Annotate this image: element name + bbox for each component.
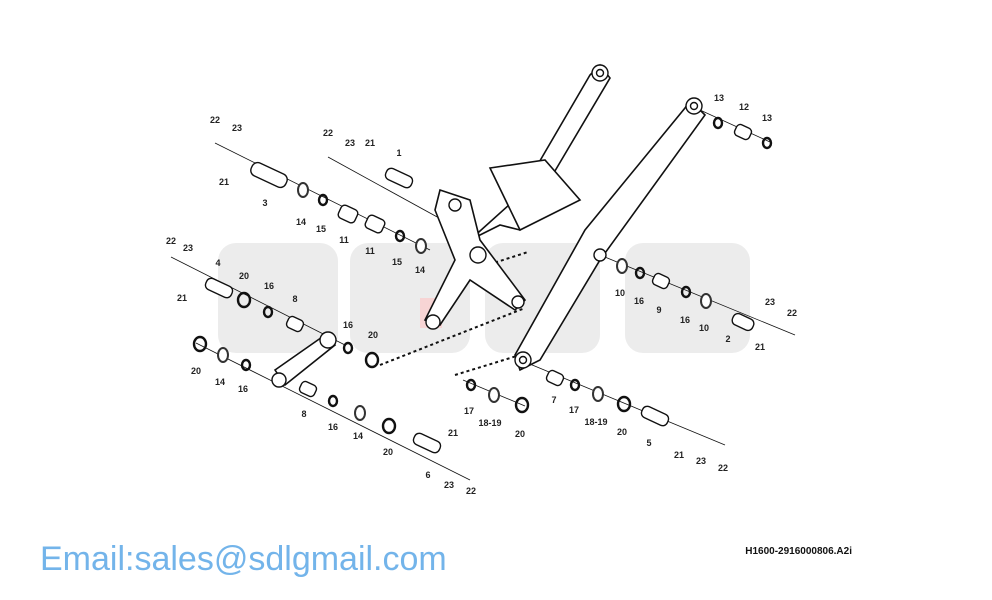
- callout: 22: [787, 308, 797, 318]
- callout: 21: [674, 450, 684, 460]
- callout: 14: [353, 431, 363, 441]
- callout: 20: [383, 447, 393, 457]
- callout: 21: [219, 177, 229, 187]
- callout: 16: [328, 422, 338, 432]
- callout: 21: [365, 138, 375, 148]
- email-watermark: Email:sales@sdlgmail.com: [40, 540, 447, 578]
- callout: 15: [316, 224, 326, 234]
- callout: 4: [215, 258, 220, 268]
- callout: 20: [617, 427, 627, 437]
- callout: 18-19: [584, 417, 607, 427]
- callout: 9: [656, 305, 661, 315]
- callout: 20: [239, 271, 249, 281]
- callout: 13: [714, 93, 724, 103]
- callout: 16: [680, 315, 690, 325]
- callout: 6: [425, 470, 430, 480]
- callout: 23: [232, 123, 242, 133]
- boom-arm-right: [514, 97, 707, 372]
- callout: 21: [755, 342, 765, 352]
- callout: 17: [464, 406, 474, 416]
- callout: 7: [551, 395, 556, 405]
- callout: 20: [515, 429, 525, 439]
- callout: 11: [339, 235, 349, 245]
- callout: 13: [762, 113, 772, 123]
- callout: 22: [466, 486, 476, 496]
- callout: 21: [448, 428, 458, 438]
- callout: 16: [238, 384, 248, 394]
- callout: 3: [262, 198, 267, 208]
- callout: 14: [215, 377, 225, 387]
- callout: 10: [615, 288, 625, 298]
- callout: 16: [634, 296, 644, 306]
- callout: 22: [323, 128, 333, 138]
- link-rod: [271, 331, 337, 388]
- callout: 11: [365, 246, 375, 256]
- boom-arm-left: [469, 63, 611, 241]
- callout: 21: [177, 293, 187, 303]
- callout: 15: [392, 257, 402, 267]
- parts: [192, 116, 773, 454]
- callout: 20: [368, 330, 378, 340]
- callout: 23: [444, 480, 454, 490]
- callout: 22: [210, 115, 220, 125]
- callout: 22: [718, 463, 728, 473]
- callout: 2: [725, 334, 730, 344]
- callout: 23: [183, 243, 193, 253]
- callout: 17: [569, 405, 579, 415]
- callout: 23: [765, 297, 775, 307]
- callout: 8: [292, 294, 297, 304]
- callout: 22: [166, 236, 176, 246]
- callout: 16: [264, 281, 274, 291]
- callout: 16: [343, 320, 353, 330]
- callout: 1: [396, 148, 401, 158]
- callout: 23: [696, 456, 706, 466]
- drawing-code: H1600-2916000806.A2i: [745, 546, 852, 557]
- callout: 18-19: [478, 418, 501, 428]
- callout: 20: [191, 366, 201, 376]
- callout: 23: [345, 138, 355, 148]
- callout: 12: [739, 102, 749, 112]
- callout: 8: [301, 409, 306, 419]
- callout: 10: [699, 323, 709, 333]
- part-callouts: 22 23 21 3 14 15 11 11 15 14 22 23 21 1 …: [166, 93, 797, 496]
- callout: 14: [415, 265, 425, 275]
- callout: 5: [646, 438, 651, 448]
- bellcrank: [423, 188, 527, 330]
- callout: 14: [296, 217, 306, 227]
